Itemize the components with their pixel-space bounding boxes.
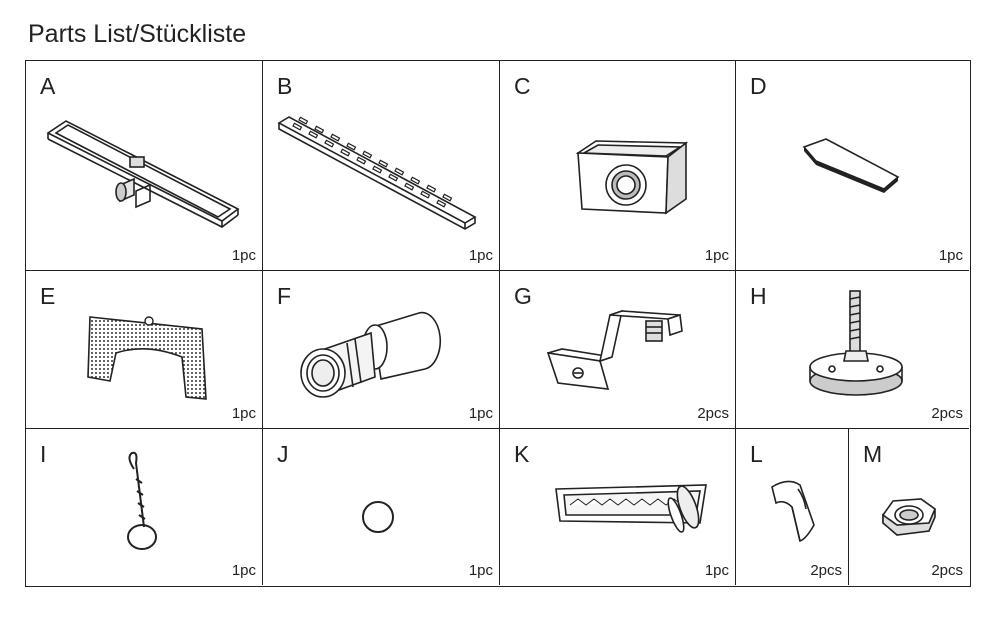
hook-tool-icon bbox=[26, 429, 262, 585]
part-quantity: 1pc bbox=[231, 247, 256, 264]
pad-icon bbox=[736, 61, 969, 270]
part-quantity: 2pcs bbox=[931, 405, 963, 422]
part-cell-e: E 1pc bbox=[26, 271, 263, 429]
part-letter: D bbox=[750, 73, 767, 99]
part-letter: M bbox=[863, 441, 883, 467]
part-quantity: 1pc bbox=[468, 562, 493, 579]
part-quantity: 2pcs bbox=[697, 405, 729, 422]
part-cell-g: G 2pcs bbox=[500, 271, 736, 429]
part-quantity: 2pcs bbox=[810, 562, 842, 579]
part-cell-l: L 2pcs bbox=[736, 429, 849, 585]
part-cell-b: B bbox=[263, 61, 500, 271]
perforated-frame-icon bbox=[26, 271, 262, 428]
part-quantity: 1pc bbox=[468, 405, 493, 422]
part-letter: C bbox=[514, 73, 531, 99]
part-letter: F bbox=[277, 283, 292, 309]
part-cell-c: C 1pc bbox=[500, 61, 736, 271]
part-cell-d: D 1pc bbox=[736, 61, 969, 271]
part-letter: H bbox=[750, 283, 767, 309]
hex-nut-icon bbox=[849, 429, 969, 585]
part-letter: G bbox=[514, 283, 532, 309]
part-letter: J bbox=[277, 441, 289, 467]
corner-seal-icon bbox=[736, 429, 848, 585]
sealing-tape-icon bbox=[500, 429, 735, 585]
part-quantity: 1pc bbox=[938, 247, 963, 264]
part-cell-a: A 1pc bbox=[26, 61, 263, 271]
part-cell-h: H bbox=[736, 271, 969, 429]
part-cell-k: K 1pc bbox=[500, 429, 736, 585]
page-title: Parts List/Stückliste bbox=[28, 20, 247, 48]
part-cell-j: J 1pc bbox=[263, 429, 500, 585]
part-quantity: 1pc bbox=[704, 247, 729, 264]
part-letter: L bbox=[750, 441, 763, 467]
part-letter: B bbox=[277, 73, 293, 99]
part-letter: I bbox=[40, 441, 47, 467]
part-letter: E bbox=[40, 283, 56, 309]
leveling-foot-icon bbox=[736, 271, 969, 428]
o-ring-icon bbox=[263, 429, 499, 585]
part-cell-f: F 1pc bbox=[263, 271, 500, 429]
part-cell-i: I 1pc bbox=[26, 429, 263, 585]
part-cell-m: M 2pcs bbox=[849, 429, 969, 585]
part-quantity: 1pc bbox=[468, 247, 493, 264]
outlet-box-icon bbox=[500, 61, 735, 270]
z-bracket-icon bbox=[500, 271, 735, 428]
part-letter: K bbox=[514, 441, 530, 467]
part-quantity: 1pc bbox=[231, 562, 256, 579]
part-quantity: 1pc bbox=[704, 562, 729, 579]
part-quantity: 2pcs bbox=[931, 562, 963, 579]
part-quantity: 1pc bbox=[231, 405, 256, 422]
part-letter: A bbox=[40, 73, 56, 99]
parts-grid: A 1pc B bbox=[25, 60, 971, 587]
drain-channel-icon bbox=[26, 61, 262, 270]
grate-cover-icon bbox=[263, 61, 499, 270]
pipe-connector-icon bbox=[263, 271, 499, 428]
